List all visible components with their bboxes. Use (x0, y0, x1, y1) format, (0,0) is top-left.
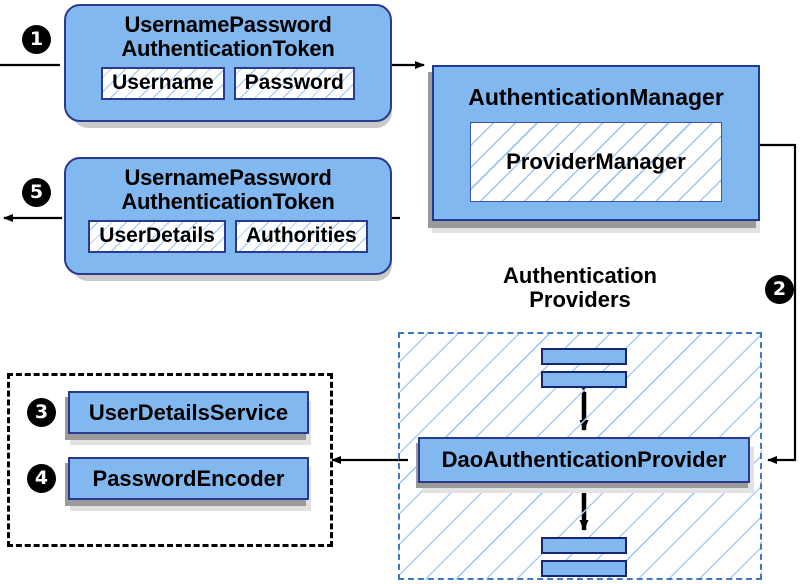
dao-authentication-provider-label: DaoAuthenticationProvider (441, 447, 727, 472)
response-token-card[interactable]: UsernamePassword AuthenticationToken Use… (64, 157, 392, 275)
provider-manager-box[interactable]: ProviderManager (470, 122, 722, 202)
provider-placeholder-bar-bottom-2 (541, 560, 627, 577)
step-badge-3: 3 (27, 398, 56, 427)
request-token-title: UsernamePassword AuthenticationToken (121, 12, 335, 61)
step-badge-4: 4 (27, 464, 56, 493)
field-authorities[interactable]: Authorities (234, 219, 368, 253)
authentication-manager-card[interactable]: AuthenticationManager ProviderManager (432, 65, 760, 221)
request-token-title-line2: AuthenticationToken (121, 35, 335, 61)
userdetailsservice-label: UserDetailsService (88, 399, 289, 425)
authentication-manager-title: AuthenticationManager (468, 84, 724, 110)
provider-placeholder-bar-top-2 (541, 371, 627, 388)
response-token-title: UsernamePassword AuthenticationToken (121, 165, 335, 214)
step-badge-1: 1 (22, 25, 51, 54)
dao-authentication-provider-card[interactable]: DaoAuthenticationProvider (418, 437, 750, 483)
authentication-providers-heading: Authentication Providers (503, 263, 657, 313)
request-token-card[interactable]: UsernamePassword AuthenticationToken Use… (64, 4, 392, 122)
provider-dependencies-region (7, 373, 333, 547)
provider-placeholder-bar-bottom-1 (541, 537, 627, 554)
passwordencoder-card[interactable]: PasswordEncoder (68, 457, 309, 500)
request-token-title-line1: UsernamePassword (124, 12, 332, 37)
field-userdetails[interactable]: UserDetails (88, 219, 226, 253)
step-badge-5: 5 (22, 178, 51, 207)
passwordencoder-label: PasswordEncoder (92, 465, 285, 491)
provider-manager-label: ProviderManager (506, 149, 686, 174)
field-password[interactable]: Password (233, 66, 355, 100)
response-token-fields: UserDetails Authorities (88, 219, 368, 253)
step-badge-2: 2 (765, 275, 794, 304)
request-token-fields: Username Password (101, 66, 355, 100)
response-token-title-line1: UsernamePassword (124, 165, 332, 190)
field-username[interactable]: Username (101, 66, 225, 100)
userdetailsservice-card[interactable]: UserDetailsService (68, 391, 309, 434)
response-token-title-line2: AuthenticationToken (121, 188, 335, 214)
provider-placeholder-bar-top-1 (541, 348, 627, 365)
